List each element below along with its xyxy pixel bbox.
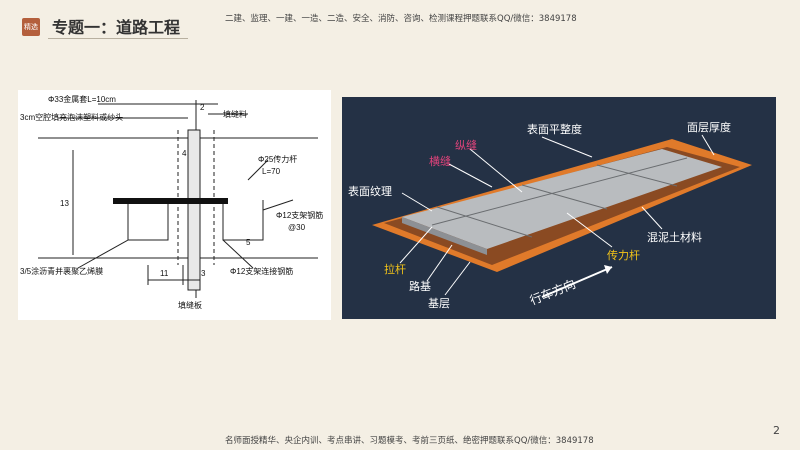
header-note: 二建、监理、一建、一造、二造、安全、消防、咨询、检测课程押题联系QQ/微信：38… [225, 14, 577, 24]
label-surface-thickness: 面层厚度 [687, 120, 731, 134]
label-support-bar: Φ12支架钢筋 [276, 210, 323, 220]
label-support-connect: Φ12支架连接钢筋 [230, 266, 293, 276]
label-dowel-bar: Φ25传力杆 [258, 154, 297, 164]
label-longitudinal-joint: 纵缝 [455, 138, 477, 152]
label-transverse-joint: 横缝 [429, 154, 451, 168]
section-badge: 精选 [22, 18, 40, 36]
dim-4: 4 [182, 149, 187, 158]
page-title: 专题一：道路工程 [52, 18, 181, 37]
joint-section-drawing: Φ33金属套L=10cm 3cm空腔填充泡沫塑料或纱头 填缝料 Φ25传力杆 L… [18, 90, 331, 320]
label-concrete-material: 混泥土材料 [647, 230, 702, 244]
label-filler-board: 填缝板 [178, 300, 202, 310]
label-subgrade: 路基 [409, 280, 431, 293]
page-number: 2 [773, 424, 780, 437]
label-surface-flatness: 表面平整度 [527, 122, 582, 136]
dim-5: 5 [246, 238, 251, 247]
label-joint-filler: 填缝料 [223, 109, 247, 119]
label-driving-direction: 行车方向 [528, 276, 578, 308]
label-tie-bar: 拉杆 [384, 262, 406, 276]
dim-11: 11 [160, 269, 169, 278]
dim-13: 13 [60, 199, 69, 208]
title-underline [48, 38, 188, 39]
label-coating: 3/5涂沥青并裹聚乙烯膜 [20, 266, 103, 276]
label-support-spacing: @30 [288, 223, 306, 232]
label-base: 基层 [428, 297, 450, 310]
joint-section-svg: Φ33金属套L=10cm 3cm空腔填充泡沫塑料或纱头 填缝料 Φ25传力杆 L… [20, 94, 323, 310]
footer-note: 名师面授精华、央企内训、考点串讲、习题模考、考前三页纸、绝密押题联系QQ/微信：… [225, 436, 594, 446]
label-dowel-length: L=70 [262, 167, 281, 176]
label-metal-sleeve: Φ33金属套L=10cm [48, 94, 116, 104]
dim-2: 2 [200, 103, 205, 112]
label-surface-texture: 表面纹理 [348, 184, 392, 198]
dim-3: 3 [201, 269, 206, 278]
pavement-svg: 表面平整度 面层厚度 纵缝 横缝 表面纹理 混泥土材料 传力杆 拉杆 路基 基层… [348, 120, 752, 310]
label-dowel-bar-3d: 传力杆 [607, 248, 640, 262]
label-foam-plastic: 3cm空腔填充泡沫塑料或纱头 [20, 112, 123, 122]
pavement-illustration: 表面平整度 面层厚度 纵缝 横缝 表面纹理 混泥土材料 传力杆 拉杆 路基 基层… [342, 97, 776, 319]
